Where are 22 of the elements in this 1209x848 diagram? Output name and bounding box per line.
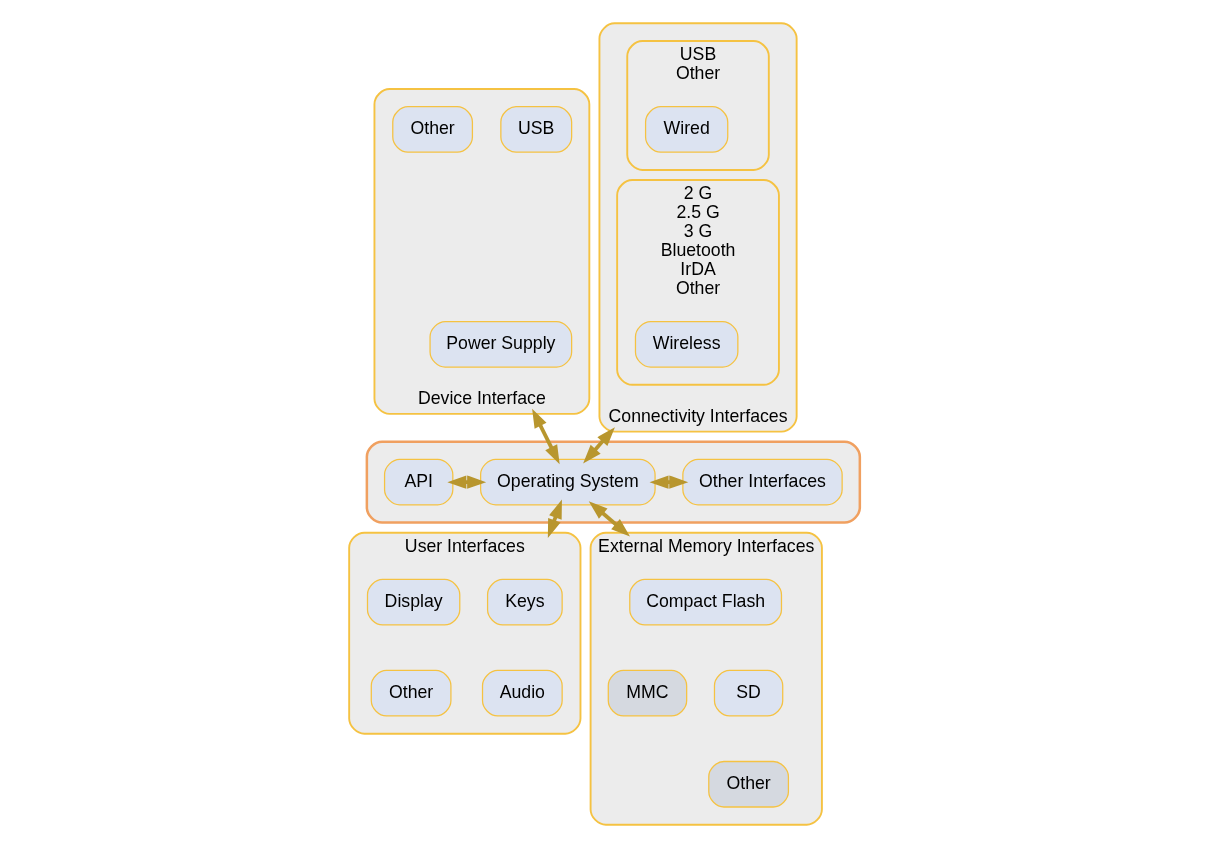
node-box: Other	[370, 669, 452, 717]
node-box: SD	[713, 669, 784, 717]
node-box: Audio	[481, 669, 563, 717]
node-box: Display	[366, 578, 461, 626]
arrow	[447, 475, 487, 489]
arrow	[532, 408, 560, 465]
node-box: Other Interfaces	[682, 458, 843, 506]
arrow	[649, 475, 689, 489]
node-box: Wireless	[634, 321, 739, 368]
arrow	[583, 427, 615, 464]
node-box: Wired	[644, 106, 729, 153]
node-box: MMC	[607, 669, 688, 717]
node-box: USB	[500, 106, 573, 153]
node-box: Other	[708, 760, 790, 808]
node-box: Operating System	[480, 458, 656, 506]
node-box: API	[383, 458, 454, 506]
node-box: Keys	[486, 578, 563, 626]
arrow	[588, 501, 630, 537]
node-box: Other	[392, 106, 474, 153]
node-box: Power Supply	[429, 321, 573, 368]
node-box: Compact Flash	[629, 578, 783, 626]
arrow	[547, 499, 562, 539]
